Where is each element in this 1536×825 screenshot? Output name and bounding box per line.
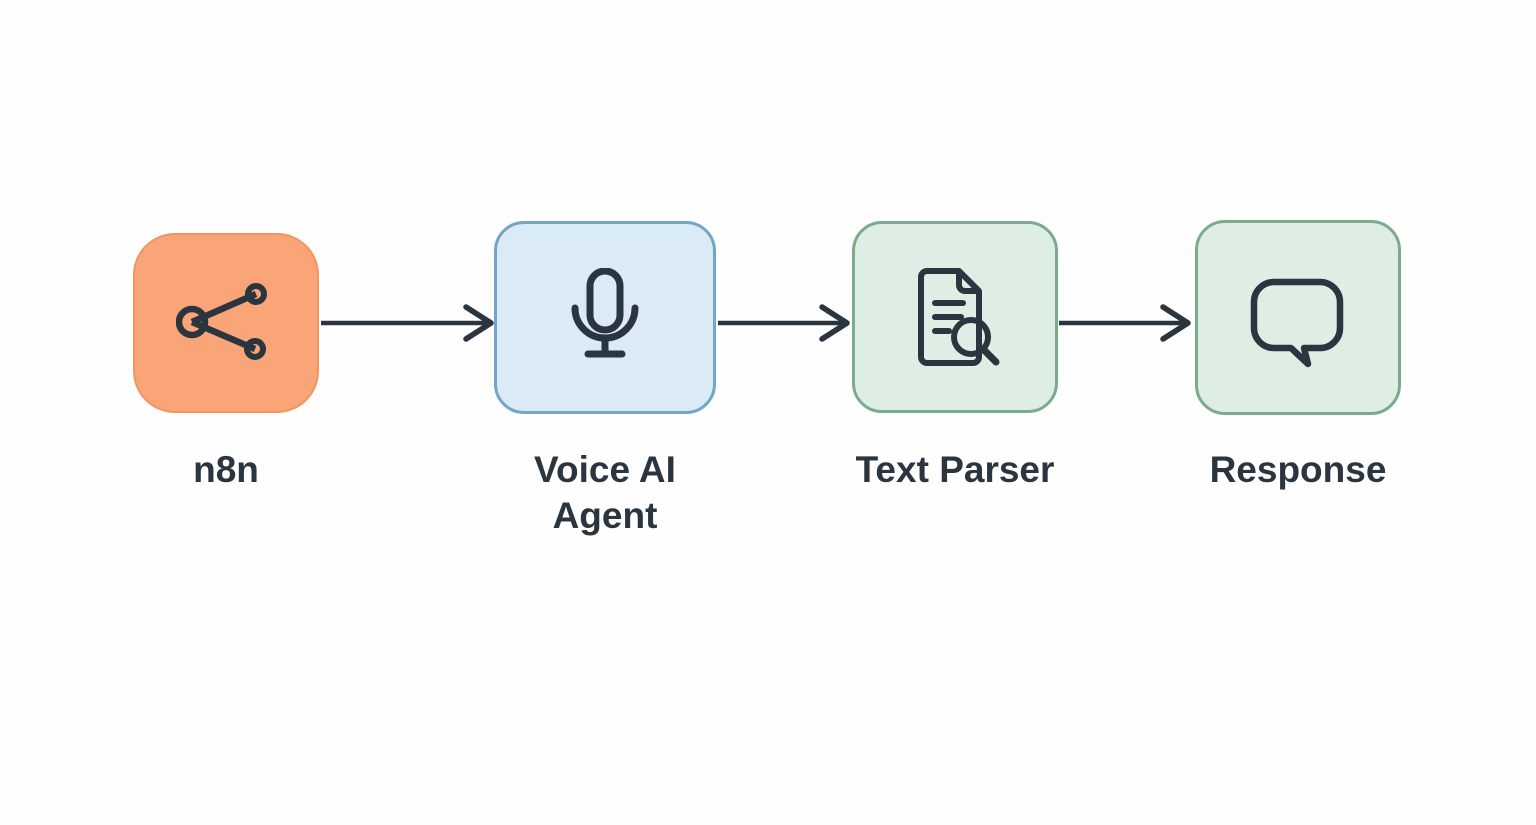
node-response <box>1195 220 1401 415</box>
node-voice-ai-agent <box>494 221 716 414</box>
node-label-response: Response <box>1209 449 1387 490</box>
share-network-icon <box>176 283 267 360</box>
node-n8n <box>133 233 319 413</box>
microphone-icon <box>571 267 639 357</box>
speech-bubble-icon <box>1250 278 1344 367</box>
document-search-icon <box>918 268 1000 366</box>
arrow-parser-to-response <box>1059 304 1191 342</box>
node-label-voice-ai-agent: Voice AI Agent <box>534 449 676 536</box>
node-text-parser <box>852 221 1058 413</box>
arrow-n8n-to-voice <box>321 304 494 342</box>
arrow-voice-to-parser <box>718 304 850 342</box>
node-label-text-parser: Text Parser <box>855 449 1055 490</box>
node-label-n8n: n8n <box>193 449 259 490</box>
